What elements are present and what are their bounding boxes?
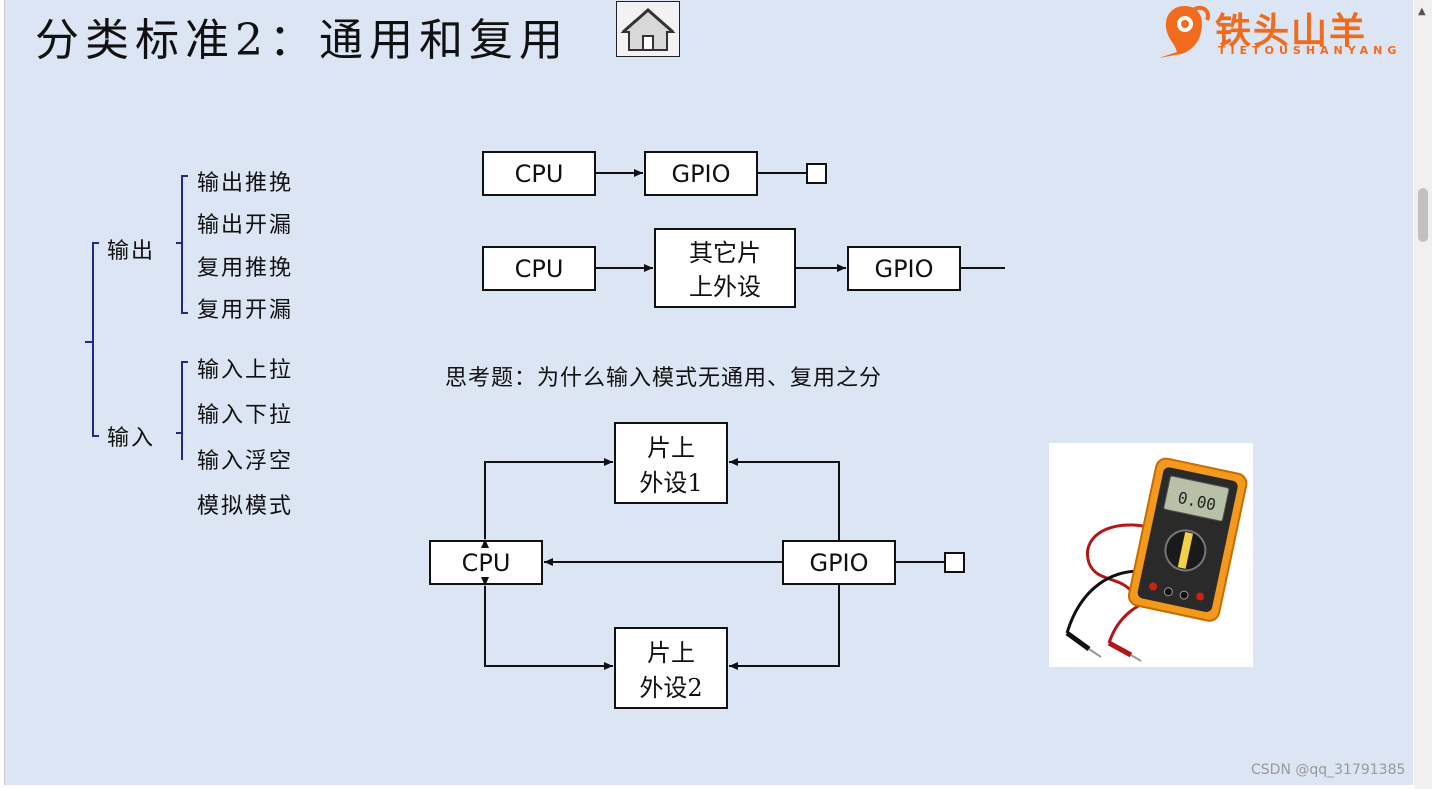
row2-peripheral-box xyxy=(654,228,796,308)
tree-input-label: 输入 xyxy=(107,426,156,451)
row2-peripheral-label-2: 上外设 xyxy=(689,273,761,301)
gpio-block-diagram: CPU GPIO CPU 其它片 上外设 GPIO 片上 外设1 CPU GPI… xyxy=(429,151,1005,709)
tree-item-input-pull-down: 输入下拉 xyxy=(197,403,294,428)
row2-cpu-label: CPU xyxy=(515,255,564,283)
row1-pin xyxy=(806,163,827,184)
goat-head-icon xyxy=(1159,5,1210,58)
row2-peripheral-label-1: 其它片 xyxy=(689,239,761,267)
row2-cpu-box xyxy=(482,246,596,291)
tree-brackets xyxy=(85,175,188,460)
vertical-scrollbar[interactable]: ▲ xyxy=(1414,0,1432,789)
row1-cpu-label: CPU xyxy=(515,160,564,188)
row3-peripheral2-label-2: 外设2 xyxy=(639,674,702,702)
row3-cpu-box xyxy=(429,540,543,585)
home-button[interactable] xyxy=(616,1,680,57)
row3-peripheral1-label-1: 片上 xyxy=(647,434,695,462)
row3-peripheral1-label-2: 外设1 xyxy=(639,469,702,497)
slide-title: 分类标准2：通用和复用 xyxy=(35,15,569,66)
tree-item-output-open-drain: 输出开漏 xyxy=(197,213,294,238)
thinking-question: 思考题：为什么输入模式无通用、复用之分 xyxy=(445,366,883,391)
csdn-watermark: CSDN @qq_31791385 xyxy=(1251,762,1406,778)
tree-item-af-open-drain: 复用开漏 xyxy=(197,298,294,323)
row3-cpu-label: CPU xyxy=(462,549,511,577)
scroll-up-arrow-icon[interactable]: ▲ xyxy=(1418,6,1426,17)
row3-peripheral2-label-1: 片上 xyxy=(647,639,695,667)
tree-item-analog-mode: 模拟模式 xyxy=(197,494,294,519)
row3-pin xyxy=(944,552,965,573)
logo-text: 铁头山羊 xyxy=(1215,11,1368,52)
row1-gpio-label: GPIO xyxy=(671,160,730,188)
row2-gpio-box xyxy=(847,246,961,291)
row1-cpu-box xyxy=(482,151,596,196)
row3-gpio-label: GPIO xyxy=(809,549,868,577)
home-icon xyxy=(620,8,676,51)
row3-peripheral1-box xyxy=(614,422,728,504)
scrollbar-thumb[interactable] xyxy=(1418,188,1428,242)
tree-item-af-push-pull: 复用推挽 xyxy=(197,256,294,281)
tree-output-label: 输出 xyxy=(107,239,156,264)
slide: 分类标准2：通用和复用 铁头山羊 TIETOUSHANYANG xyxy=(4,0,1413,785)
row2-gpio-label: GPIO xyxy=(874,255,933,283)
brand-logo: 铁头山羊 TIETOUSHANYANG xyxy=(1155,2,1417,60)
multimeter-image: 0.00 xyxy=(1049,443,1253,667)
tree-item-output-push-pull: 输出推挽 xyxy=(197,171,294,196)
row3-peripheral2-box xyxy=(614,627,728,709)
logo-subtitle: TIETOUSHANYANG xyxy=(1218,44,1402,57)
multimeter-illustration: 0.00 xyxy=(1065,457,1248,662)
tree-item-input-pull-up: 输入上拉 xyxy=(197,358,294,383)
tree-item-input-floating: 输入浮空 xyxy=(197,449,294,474)
